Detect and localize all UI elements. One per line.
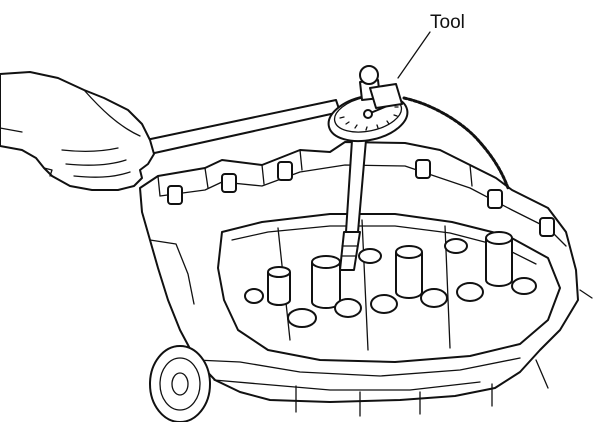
tool-callout: Tool [397, 12, 465, 79]
hand [0, 71, 155, 191]
dial-gauge [327, 65, 409, 143]
cylinder-head [139, 141, 593, 422]
dial-knob [359, 65, 379, 85]
head-bolt-bosses [167, 159, 555, 237]
dial-scale-ticks [339, 106, 399, 131]
callout-label: Tool [430, 12, 465, 33]
wrench-handle [145, 99, 341, 155]
dial-torque-wrench [145, 65, 510, 271]
camshaft-pulley [149, 345, 211, 422]
callout-leader-line [397, 31, 431, 79]
socket-extension [339, 231, 361, 271]
gauge-hose [402, 96, 510, 190]
valve-bores [244, 238, 537, 328]
